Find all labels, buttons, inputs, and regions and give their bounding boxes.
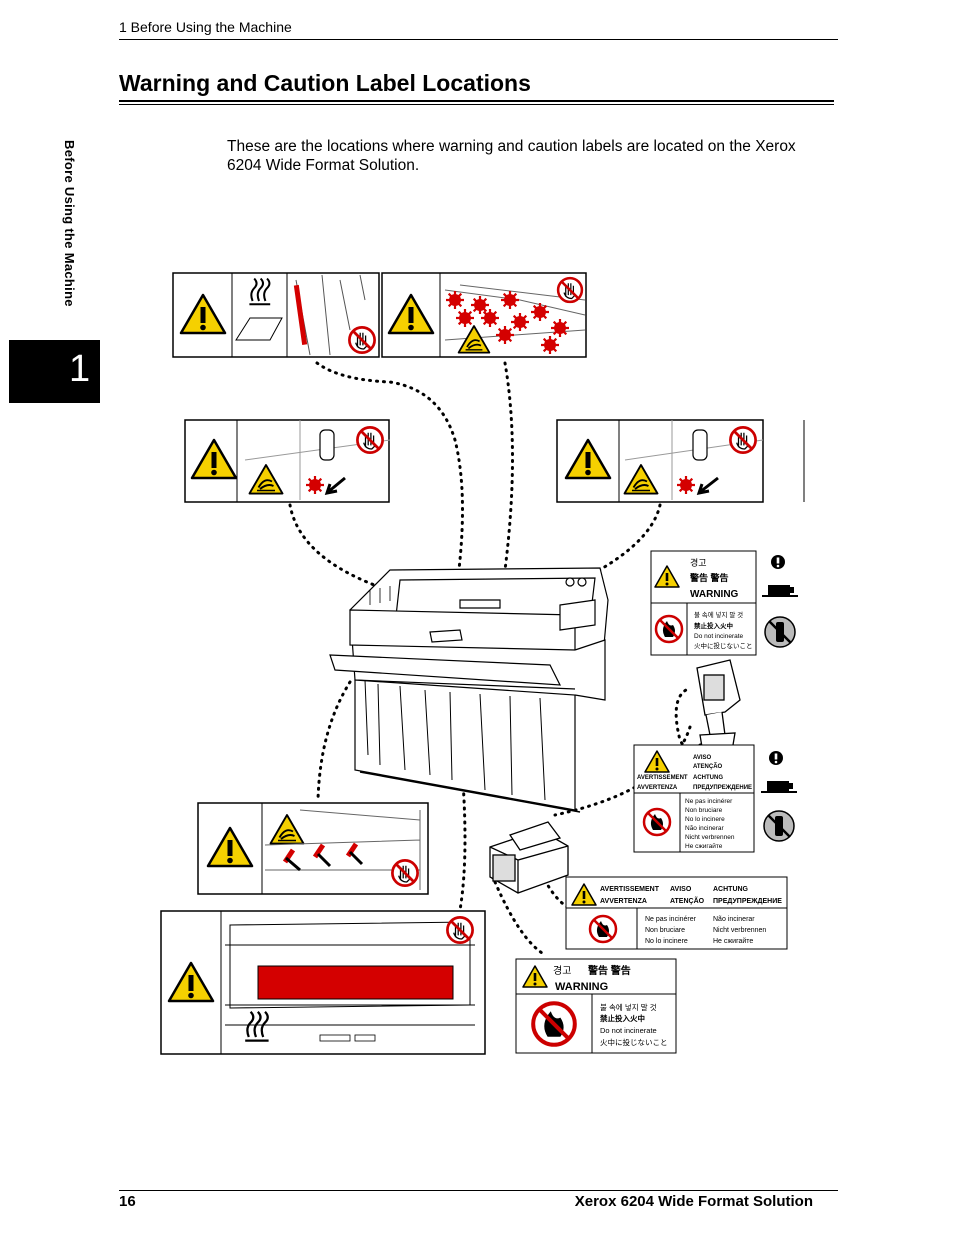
footer-product-title: Xerox 6204 Wide Format Solution — [574, 1193, 813, 1210]
achtung-text: ACHTUNG — [693, 775, 723, 781]
running-header: 1 Before Using the Machine — [119, 19, 292, 35]
leader-lines — [288, 361, 712, 957]
pt-noburn-text-3: Não incinerar — [713, 916, 755, 923]
avvertenza-text-3: AVVERTENZA — [600, 898, 647, 905]
machine-illustration — [329, 567, 609, 813]
warning-text-4: WARNING — [555, 981, 608, 993]
toner-cartridge-illustration — [489, 821, 569, 894]
korean-noburn-text-4: 불 속에 넣지 말 것 — [600, 1002, 657, 1012]
toner-bottle-illustration — [696, 659, 741, 748]
section-title: Warning and Caution Label Locations — [119, 70, 531, 96]
fr-noburn-text-3: Ne pas incinérer — [645, 916, 697, 923]
do-not-incinerate-text: Do not incinerate — [694, 633, 744, 640]
ru-noburn-text: Не сжигайте — [685, 842, 723, 850]
russian-warning-text-3: ПРЕДУПРЕЖДЕНИЕ — [713, 898, 782, 905]
side-chapter-label: Before Using the Machine — [62, 140, 77, 307]
battery-warning-label-3: AVERTISSEMENT AVISO ACHTUNG AVVERTENZA A… — [565, 876, 788, 950]
korean-caution-text: 경고 — [690, 557, 707, 568]
ru-noburn-text-3: Не сжигайте — [713, 937, 753, 945]
russian-warning-text: ПРЕДУПРЕЖДЕНИЕ — [693, 785, 752, 791]
cjk-warning-text-4: 警告 警告 — [587, 964, 631, 977]
header-rule — [119, 39, 838, 40]
label-panel-drive-left — [184, 419, 391, 503]
pt-noburn-text: Não incinerar — [685, 825, 724, 832]
chinese-noburn-text: 禁止投入火中 — [694, 621, 733, 630]
korean-noburn-text: 불 속에 넣지 말 것 — [694, 610, 743, 619]
avvertenza-text: AVVERTENZA — [637, 785, 678, 791]
intro-paragraph: These are the locations where warning an… — [227, 138, 796, 174]
atencao-text-3: ATENÇÃO — [670, 896, 705, 905]
do-not-incinerate-text-4: Do not incinerate — [600, 1026, 657, 1035]
japanese-noburn-text-4: 火中に投じないこと — [600, 1037, 668, 1047]
chinese-noburn-text-4: 禁止投入火中 — [600, 1013, 645, 1023]
aviso-text-3: AVISO — [670, 886, 692, 893]
label-panel-hot-lower — [160, 910, 486, 1055]
achtung-text-3: ACHTUNG — [713, 886, 749, 893]
label-panel-hot-fuser — [172, 272, 380, 358]
battery-warning-label-2: AVISO ATENÇÃO AVERTISSEMENT ACHTUNG AVVE… — [633, 744, 798, 853]
it-noburn-text: Non bruciare — [685, 807, 723, 814]
fr-noburn-text: Ne pas incinérer — [685, 798, 733, 805]
battery-warning-label-4: 경고 警告 警告 WARNING 불 속에 넣지 말 것 禁止投入火中 Do n… — [515, 958, 677, 1054]
warning-text: WARNING — [690, 589, 739, 600]
battery-warning-label-1: 경고 警告 警告 WARNING 불 속에 넣지 말 것 禁止投入火中 Do n… — [650, 550, 799, 656]
it-noburn-text-3: Non bruciare — [645, 927, 685, 934]
page-number: 16 — [119, 1193, 136, 1210]
de-noburn-text-3: Nicht verbrennen — [713, 927, 766, 934]
avertissement-text: AVERTISSEMENT — [637, 775, 688, 781]
label-panel-drive-right — [556, 419, 805, 503]
footer-rule — [119, 1190, 838, 1191]
title-rule — [119, 100, 834, 102]
es-noburn-text: No lo incinere — [685, 816, 725, 823]
atencao-text: ATENÇÃO — [693, 763, 723, 770]
es-noburn-text-3: No lo incinere — [645, 938, 688, 945]
title-rule-thin — [119, 104, 834, 105]
korean-caution-text-4: 경고 — [553, 964, 571, 977]
aviso-text: AVISO — [693, 755, 712, 761]
avertissement-text-3: AVERTISSEMENT — [600, 886, 660, 893]
chapter-tab: 1 — [9, 340, 100, 403]
label-panel-pinch-lower — [197, 802, 429, 895]
label-panel-gears-top — [381, 272, 587, 358]
cjk-warning-text: 警告 警告 — [690, 572, 729, 583]
de-noburn-text: Nicht verbrennen — [685, 834, 735, 841]
japanese-noburn-text: 火中に投じないこと — [694, 641, 753, 650]
chapter-number: 1 — [69, 348, 91, 390]
